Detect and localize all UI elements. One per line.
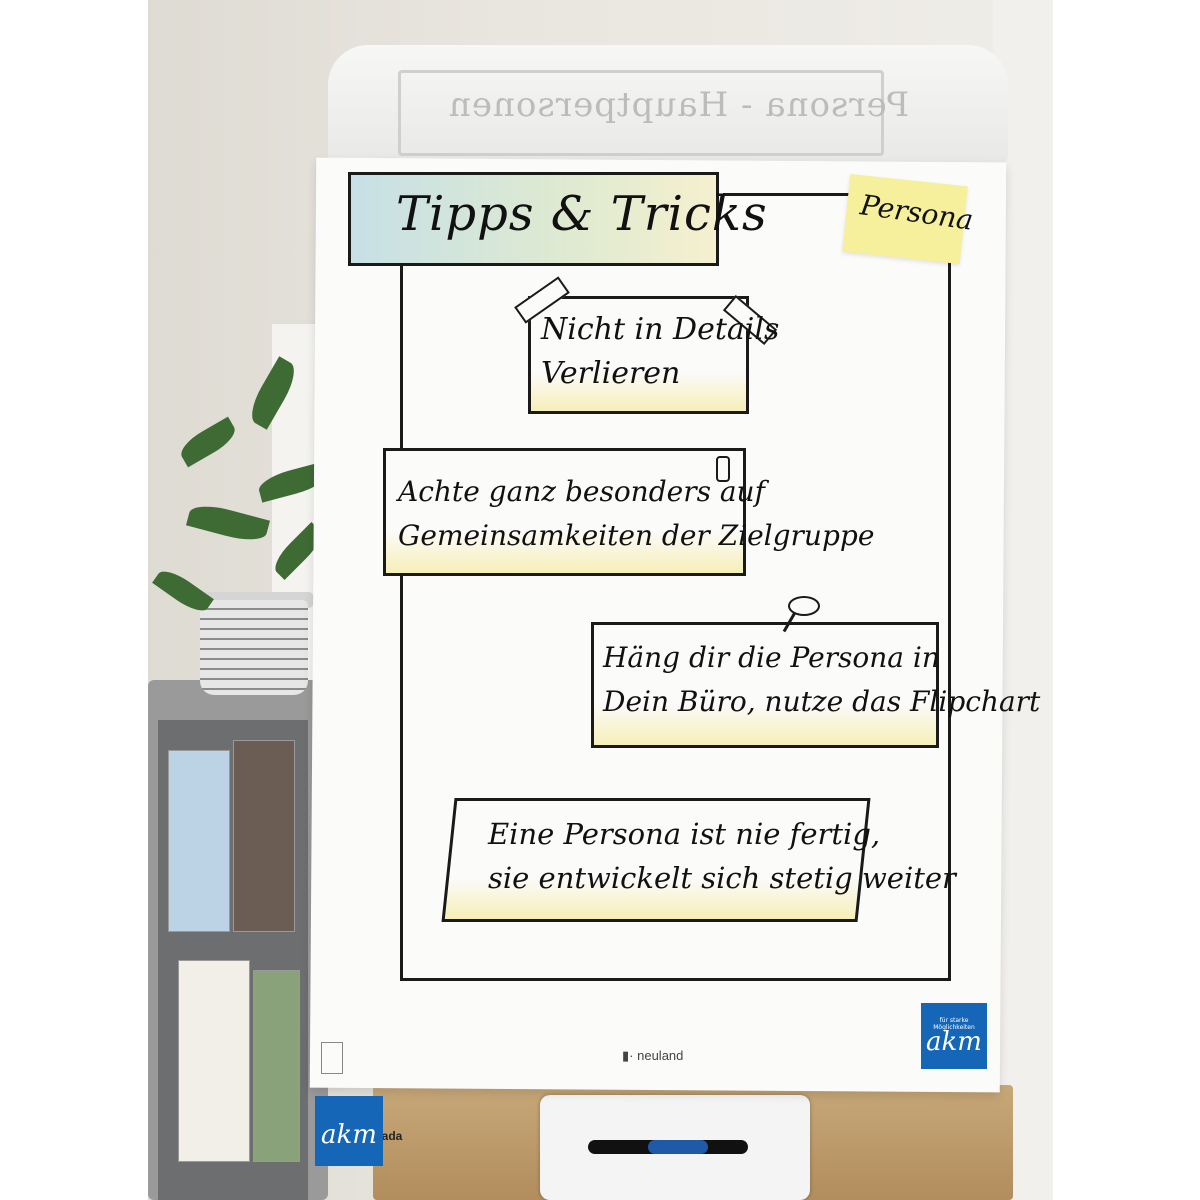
plant-pot [200, 600, 308, 695]
tip-note-1-text: Nicht in Details Verlieren [541, 308, 779, 396]
tip-note-2-text: Achte ganz besonders auf Gemeinsamkeiten… [398, 470, 874, 558]
paperclip-icon [716, 456, 730, 482]
tip-note-2 [383, 448, 746, 576]
book-cover [168, 750, 230, 932]
ghost-text: Persona - Hauptpersonen [448, 85, 910, 125]
ghost-frame [398, 70, 884, 156]
plant-leaf [185, 500, 271, 546]
title-banner [348, 172, 719, 266]
plant-leaf [176, 416, 240, 468]
flipchart-roll [328, 45, 1008, 165]
pushpin-icon [788, 596, 820, 616]
fsc-icon [321, 1042, 343, 1074]
content-frame [400, 258, 951, 981]
akm-logo-small: akm [315, 1096, 383, 1166]
page-title: Tipps & Tricks [396, 186, 768, 242]
tip-note-1 [528, 296, 749, 414]
book-cover [178, 960, 250, 1162]
paper-brand-label: ▮· neuland [622, 1048, 684, 1063]
tip-note-4-line2: sie entwickelt sich stetig weiter [488, 861, 956, 895]
book-spine [253, 970, 300, 1162]
logo-wordmark: akm [926, 1027, 982, 1057]
tip-note-3 [591, 622, 939, 748]
shelf-glass [158, 720, 308, 1200]
tip-note-2-line1: Achte ganz besonders auf [398, 475, 765, 508]
tip-note-3-text: Häng dir die Persona in Dein Büro, nutze… [603, 636, 1040, 724]
tip-note-4-line1: Eine Persona ist nie fertig, [488, 817, 881, 851]
paper-brand-name: neuland [637, 1048, 684, 1063]
display-shelf [148, 680, 328, 1200]
akm-logo: für starke Möglichkeiten akm [921, 1003, 987, 1069]
logo-wordmark-small: akm [321, 1120, 377, 1150]
tip-note-3-line1: Häng dir die Persona in [603, 641, 940, 674]
tip-note-2-line2: Gemeinsamkeiten der Zielgruppe [398, 519, 875, 552]
frame-top-line [723, 193, 938, 196]
tip-note-4-text: Eine Persona ist nie fertig, sie entwick… [488, 812, 956, 900]
tip-note-1-line2: Verlieren [541, 356, 681, 391]
tip-note-1-line1: Nicht in Details [541, 312, 780, 347]
tip-note-3-line2: Dein Büro, nutze das Flipchart [603, 685, 1041, 718]
logo-subtitle: für starke Möglichkeiten [933, 1017, 975, 1031]
book-spine [233, 740, 295, 932]
photo-scene: cada Persona - Hauptpersonen Tipps & Tri… [148, 0, 1053, 1200]
plant-leaf [152, 564, 214, 618]
marker-cap [648, 1140, 708, 1154]
